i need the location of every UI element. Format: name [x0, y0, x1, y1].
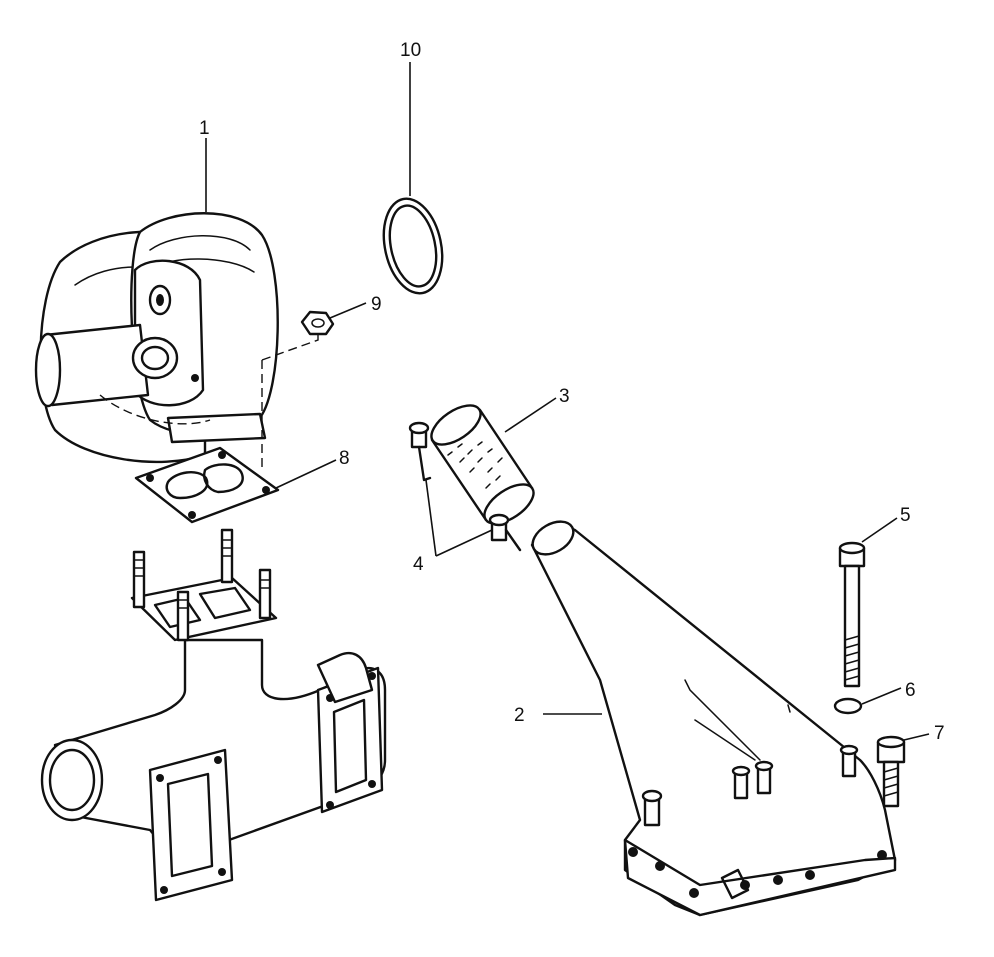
callout-2: 2	[514, 705, 525, 726]
part-10-seal-ring	[382, 197, 444, 295]
callout-1: 1	[199, 118, 210, 139]
part-3-flexible-bellows	[430, 404, 535, 525]
callout-8: 8	[339, 448, 350, 469]
exhaust-manifold	[40, 528, 387, 902]
part-7-plug-bolt	[876, 735, 906, 808]
part-1-turbocharger	[34, 212, 319, 470]
callout-9: 9	[371, 294, 382, 315]
callout-5: 5	[900, 505, 911, 526]
leader-lines	[205, 62, 930, 741]
callout-3: 3	[559, 386, 570, 407]
part-6-washer	[833, 697, 863, 715]
part-4-clamps	[408, 421, 522, 552]
callout-6: 6	[905, 680, 916, 701]
callout-10: 10	[400, 40, 421, 61]
part-9-nut	[300, 310, 335, 336]
part-5-bolt	[838, 541, 866, 688]
callout-7: 7	[934, 723, 945, 744]
part-2-exhaust-elbow	[530, 520, 897, 917]
part-8-gasket	[134, 446, 280, 524]
callout-4: 4	[413, 554, 424, 575]
